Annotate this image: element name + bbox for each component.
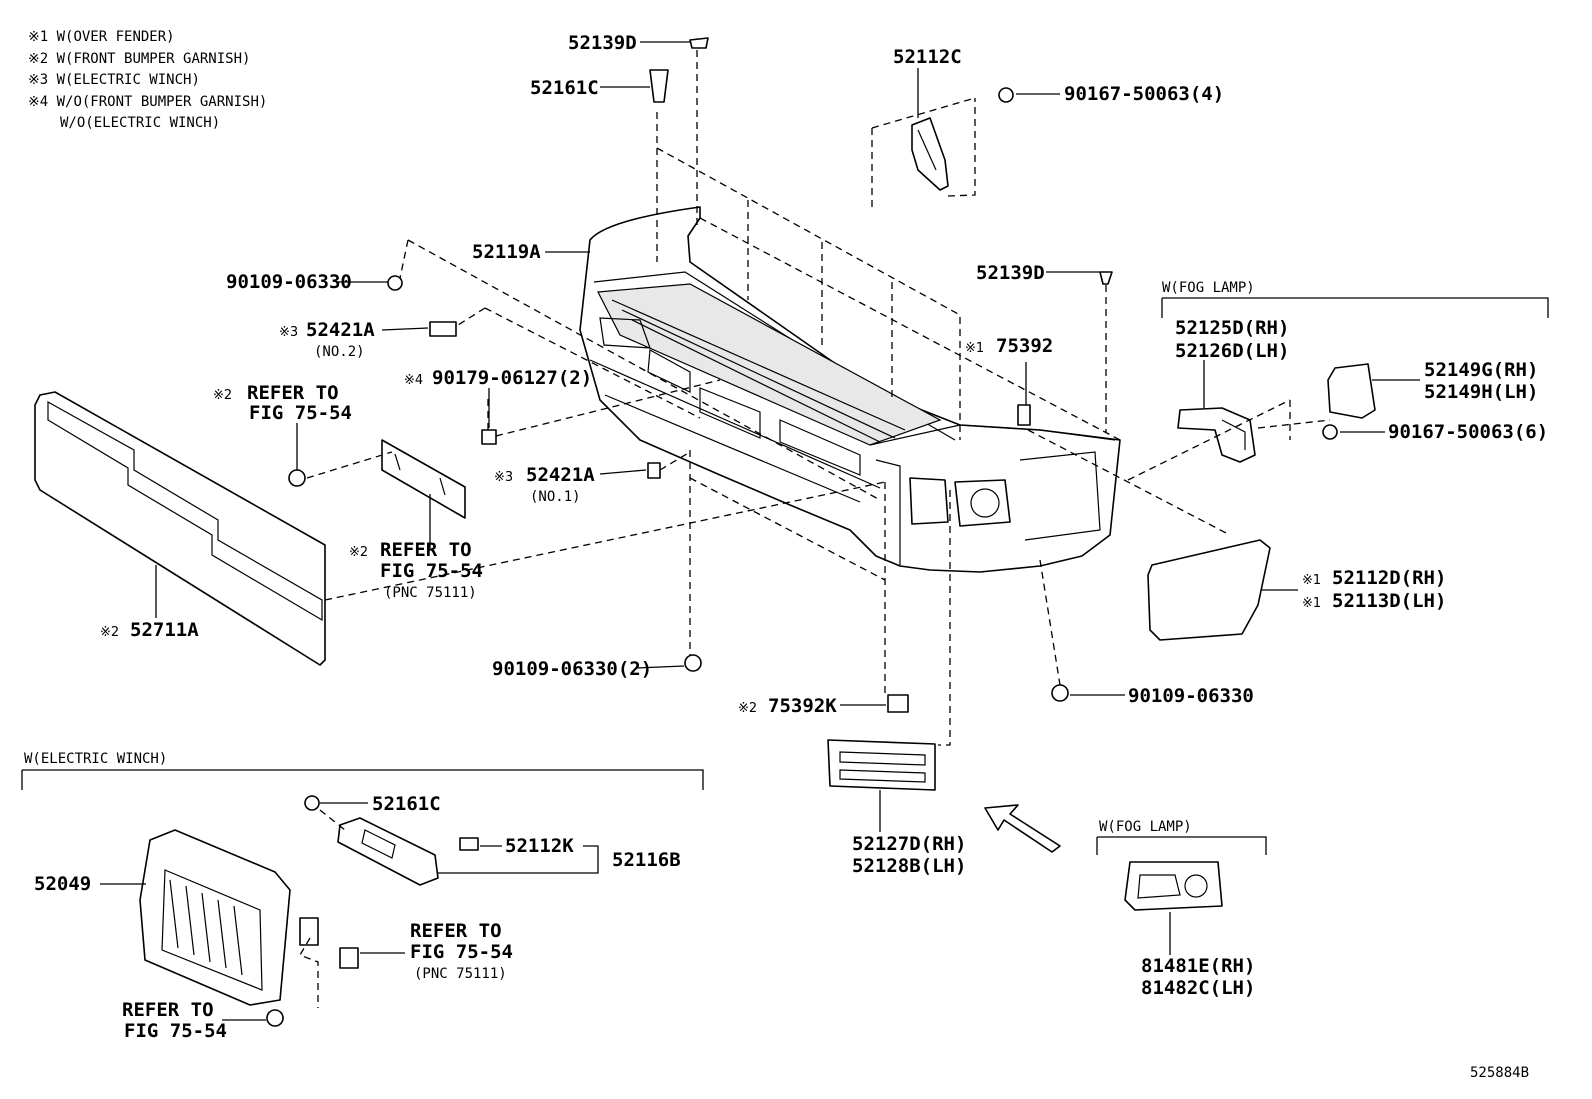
license-plate-bracket [381, 439, 466, 519]
bolt-icon [1051, 684, 1069, 702]
clip-icon [1099, 271, 1113, 285]
pad-icon [647, 462, 661, 479]
label-90179: 90179-06127(2) [432, 367, 592, 389]
note-without-garnish: ※4 W/O(FRONT BUMPER GARNISH) [28, 94, 267, 110]
label-81481e: 81481E(RH) [1141, 955, 1255, 977]
label-90109-left: 90109-06330 [226, 271, 352, 293]
fastener-icons [266, 37, 1338, 1027]
label-52711a: 52711A [130, 619, 199, 641]
label-52116b: 52116B [612, 849, 681, 871]
label-52119a: 52119A [472, 241, 541, 263]
mark-4: ※4 [404, 373, 423, 388]
bumper-grille-insert [827, 739, 936, 791]
label-90167-6: 90167-50063(6) [1388, 421, 1548, 443]
group-label-electric-winch: W(ELECTRIC WINCH) [24, 751, 167, 767]
label-52149h: 52149H(LH) [1424, 381, 1538, 403]
label-no2: (NO.2) [314, 344, 365, 360]
mark-1-75392: ※1 [965, 341, 984, 356]
note-without-winch: W/O(ELECTRIC WINCH) [60, 115, 220, 131]
label-52125d: 52125D(RH) [1175, 317, 1289, 339]
group-brackets [21, 297, 1549, 855]
over-fender-moulding [1147, 539, 1271, 641]
mark-1-52113d: ※1 [1302, 596, 1321, 611]
label-no1: (NO.1) [530, 489, 581, 505]
label-52049: 52049 [34, 873, 91, 895]
label-52127d: 52127D(RH) [852, 833, 966, 855]
view-arrow-icon [984, 804, 1061, 853]
label-52161c-top: 52161C [530, 77, 599, 99]
mark-2-52711a: ※2 [100, 625, 119, 640]
label-90167-4: 90167-50063(4) [1064, 83, 1224, 105]
label-90109-right: 90109-06330 [1128, 685, 1254, 707]
nut-icon [481, 429, 497, 445]
label-52126d: 52126D(LH) [1175, 340, 1289, 362]
assembly-lines [299, 50, 1331, 1008]
mark-3-no1: ※3 [494, 470, 513, 485]
part-labels: 52139D 52161C 52112C 90167-50063(4) 5211… [24, 32, 1548, 1081]
label-52112k: 52112K [505, 835, 574, 857]
bolt-icon [387, 275, 403, 291]
front-bumper-cover [579, 206, 1121, 573]
label-81482c: 81482C(LH) [1141, 977, 1255, 999]
label-pnc-3: (PNC 75111) [414, 966, 507, 982]
note-front-bumper-garnish: ※2 W(FRONT BUMPER GARNISH) [28, 51, 250, 67]
label-75392: 75392 [996, 335, 1053, 357]
label-refer-to-1: REFER TO [247, 382, 339, 404]
mark-1-52112d: ※1 [1302, 573, 1321, 588]
notes-legend: ※1 W(OVER FENDER) ※2 W(FRONT BUMPER GARN… [28, 29, 267, 131]
label-52421a-no1: 52421A [526, 464, 595, 486]
clip-icon [1017, 404, 1031, 426]
winch-cover [139, 829, 291, 1006]
label-refer-to-4: REFER TO [122, 999, 214, 1021]
screw-icon [266, 1009, 284, 1027]
mark-2-refer2: ※2 [349, 545, 368, 560]
fog-lamp-cover [1124, 861, 1223, 911]
label-52112d: 52112D(RH) [1332, 567, 1446, 589]
label-52139d-right: 52139D [976, 262, 1045, 284]
group-label-fog-lamp-1: W(FOG LAMP) [1162, 280, 1255, 296]
label-fig-4: FIG 75-54 [124, 1020, 227, 1042]
bracket-icon [299, 917, 319, 946]
bolt-icon [998, 87, 1014, 103]
push-rivet-icon [304, 795, 320, 811]
label-52161c-winch: 52161C [372, 793, 441, 815]
clip-icon [689, 37, 709, 49]
fog-lamp-cover-bracket [1327, 363, 1376, 419]
clip-icon [887, 694, 909, 713]
label-75392k: 75392K [768, 695, 837, 717]
label-fig-3: FIG 75-54 [410, 941, 513, 963]
label-52128b: 52128B(LH) [852, 855, 966, 877]
clip-icon [459, 837, 479, 851]
label-52149g: 52149G(RH) [1424, 359, 1538, 381]
diagram-id: 525884B [1470, 1065, 1529, 1081]
screw-icon [288, 469, 306, 487]
label-52113d: 52113D(LH) [1332, 590, 1446, 612]
label-refer-to-3: REFER TO [410, 920, 502, 942]
pad-icon [429, 321, 457, 337]
label-52112c: 52112C [893, 46, 962, 68]
clip-icon [339, 947, 359, 969]
push-rivet-icon [649, 69, 669, 103]
bolt-icon [684, 654, 702, 672]
mark-3-no2: ※3 [279, 325, 298, 340]
label-refer-to-2: REFER TO [380, 539, 472, 561]
group-label-fog-lamp-2: W(FOG LAMP) [1099, 819, 1192, 835]
mark-2-75392k: ※2 [738, 701, 757, 716]
note-over-fender: ※1 W(OVER FENDER) [28, 29, 175, 45]
front-bumper-garnish-plate [34, 391, 326, 666]
winch-garnish [337, 817, 439, 886]
note-electric-winch: ※3 W(ELECTRIC WINCH) [28, 72, 200, 88]
label-90109-2: 90109-06330(2) [492, 658, 652, 680]
bracket-52112c [911, 117, 949, 191]
label-52139d-top: 52139D [568, 32, 637, 54]
fog-lamp-bracket [1177, 407, 1256, 463]
label-fig-2: FIG 75-54 [380, 560, 483, 582]
mark-2-refer1: ※2 [213, 388, 232, 403]
label-52421a-no2: 52421A [306, 319, 375, 341]
leader-lines [100, 41, 1420, 1021]
label-pnc-2: (PNC 75111) [384, 585, 477, 601]
bolt-icon [1322, 424, 1338, 440]
label-fig-1: FIG 75-54 [249, 402, 352, 424]
